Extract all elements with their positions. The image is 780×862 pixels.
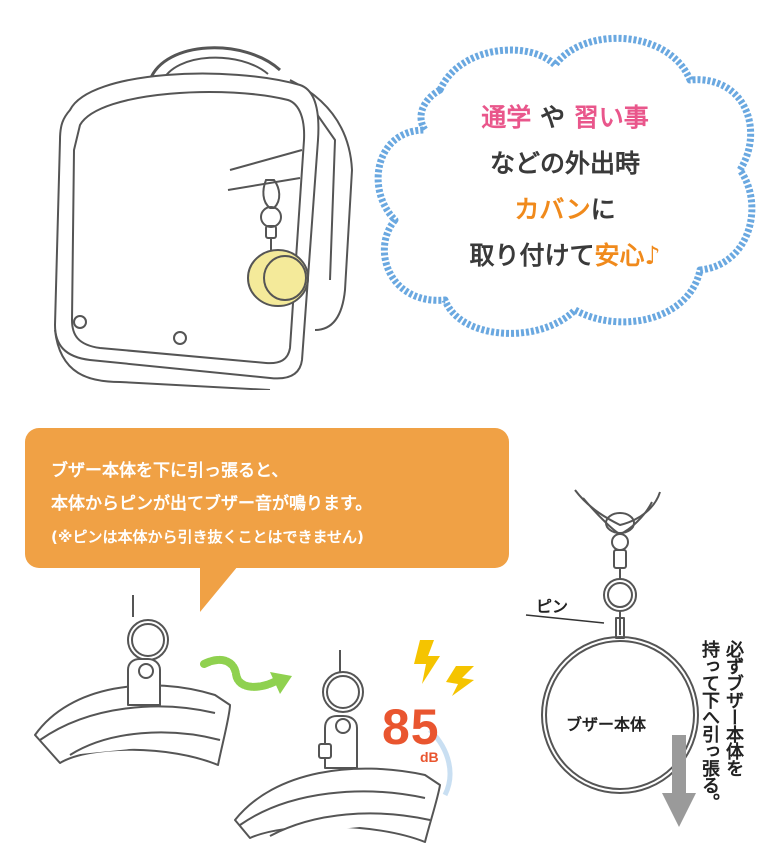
buzzer-after-illustration [234,650,453,843]
decibel-unit: dB [420,749,439,765]
buzzer-before-illustration [34,595,231,766]
speech-bubble [25,428,509,568]
decibel-value: 85 [382,699,440,755]
word-relief: 安心♪ [594,241,661,270]
bubble-note: (※ピンは本体から引き抜くことはできません) [51,528,364,546]
cloud-line-4: 取り付けて安心♪ [415,233,715,279]
speech-bubble-tail [200,566,238,612]
green-arrow-icon [200,655,292,694]
word-commute: 通学 [481,103,532,132]
buzzer-body-label: ブザー本体 [566,715,647,734]
cloud-line-3: カバンに [415,187,715,233]
bubble-line-1: ブザー本体を下に引っ張ると、 [51,461,289,481]
word-bag: カバン [514,195,591,224]
cloud-line-2: などの外出時 [489,149,640,178]
bubble-text: ブザー本体を下に引っ張ると、 本体からピンが出てブザー音が鳴ります。 (※ピンは… [51,455,501,554]
cloud-line-1: 通学 や 習い事 [415,95,715,141]
word-lessons: 習い事 [573,103,649,132]
bubble-line-2: 本体からピンが出てブザー音が鳴ります。 [51,494,373,514]
word-attach: 取り付けて [469,241,595,270]
word-ya: や [539,103,565,132]
lightning-icon [414,640,474,696]
instruction-col-1: 必ずブザー本体を [723,640,744,776]
cloud-message: 通学 や 習い事 などの外出時 カバンに 取り付けて安心♪ [415,95,715,279]
instruction-col-2: 持って下へ引っ張る。 [699,640,720,810]
backpack-illustration [54,46,353,390]
down-arrow-icon [662,735,696,827]
word-ni: に [590,195,616,224]
cloud-shape [374,34,756,337]
buzzer-diagram [525,489,699,794]
pin-label: ピン [536,597,569,616]
buzzer-icon [247,249,309,307]
